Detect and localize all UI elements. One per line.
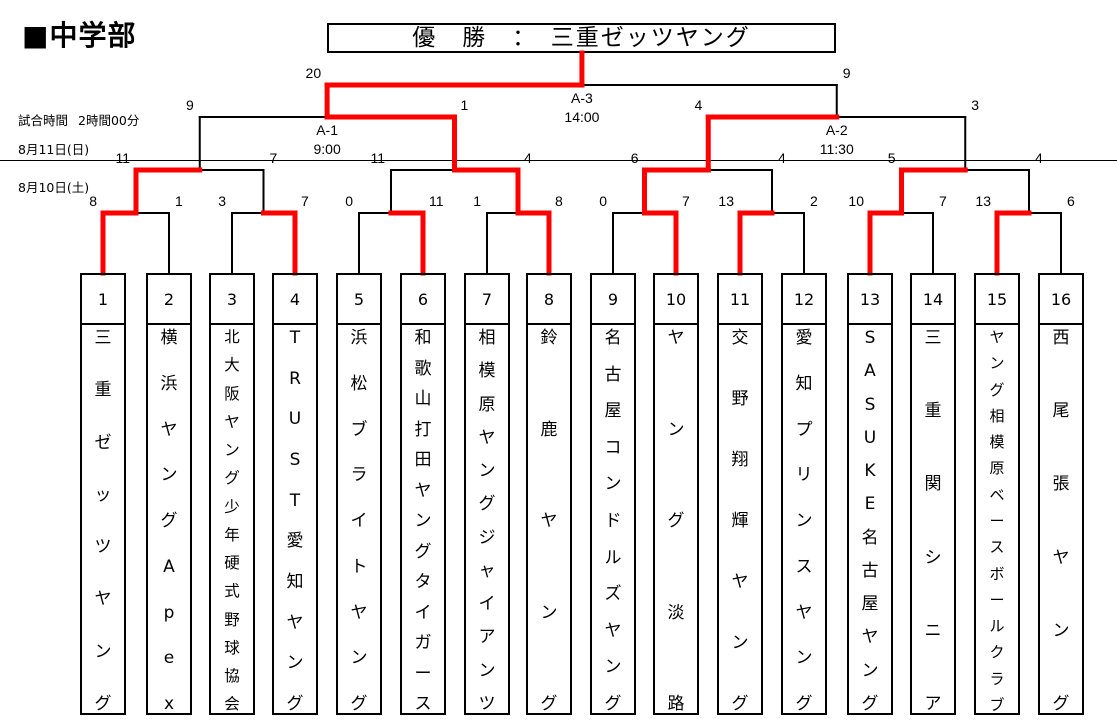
team-name: 和歌山打田ヤングタイガース	[414, 328, 432, 714]
team-name: 北大阪ヤング少年硬式野球協会	[224, 328, 240, 714]
match-time-label: 試合時間	[18, 113, 69, 128]
team-name: ヤング相模原ベースボールクラブ	[989, 328, 1005, 714]
team-box: 8 鈴鹿ヤング	[526, 273, 572, 715]
date-day2: 8月11日(日)	[18, 142, 90, 157]
score-label: 11	[429, 193, 444, 209]
team-name: 三重ゼッツヤング	[94, 328, 112, 714]
team-seed: 6	[402, 275, 444, 325]
match-time-value: 2時間00分	[78, 113, 140, 128]
match-code: A-3	[571, 90, 593, 106]
team-seed: 16	[1040, 275, 1082, 325]
score-label: 0	[599, 193, 607, 209]
team-box: 15 ヤング相模原ベースボールクラブ	[974, 273, 1020, 715]
score-label: 11	[370, 150, 385, 166]
score-label: 11	[115, 150, 130, 166]
team-seed: 14	[912, 275, 954, 325]
team-name: 浜松ブライトヤング	[350, 328, 368, 714]
team-seed: 5	[338, 275, 380, 325]
score-label: 5	[888, 150, 896, 166]
match-code: A-2	[826, 122, 848, 138]
team-seed: 10	[655, 275, 697, 325]
section-title: ■中学部	[22, 19, 137, 52]
team-seed: 15	[976, 275, 1018, 325]
day-divider	[0, 160, 1117, 161]
match-time: 14:00	[564, 109, 599, 125]
score-label: 6	[1067, 193, 1075, 209]
match-time: 11:30	[820, 141, 854, 157]
score-label: 13	[718, 193, 734, 209]
team-seed: 1	[82, 275, 124, 325]
score-label: 3	[971, 97, 979, 113]
score-label: 3	[218, 193, 226, 209]
team-seed: 4	[274, 275, 316, 325]
score-label: 1	[461, 97, 469, 113]
team-name: ヤング淡路	[667, 328, 685, 714]
score-label: 1	[473, 193, 481, 209]
team-name: 交野翔輝ヤング	[731, 328, 749, 714]
team-name: 相模原ヤングジャイアンツ	[478, 328, 496, 714]
team-box: 12 愛知プリンスヤング	[781, 273, 827, 715]
team-box: 3 北大阪ヤング少年硬式野球協会	[209, 273, 255, 715]
team-seed: 7	[466, 275, 508, 325]
team-name: 名古屋コンドルズヤング	[604, 328, 622, 714]
score-label: 1	[175, 193, 183, 209]
score-label: 0	[345, 193, 353, 209]
score-label: 7	[682, 193, 690, 209]
score-label: 10	[848, 193, 864, 209]
team-box: 6 和歌山打田ヤングタイガース	[400, 273, 446, 715]
team-box: 9 名古屋コンドルズヤング	[590, 273, 636, 715]
score-label: 20	[306, 65, 322, 81]
team-seed: 8	[528, 275, 570, 325]
team-box: 5 浜松ブライトヤング	[336, 273, 382, 715]
team-seed: 2	[148, 275, 190, 325]
team-name: 愛知プリンスヤング	[795, 328, 813, 714]
team-seed: 11	[719, 275, 761, 325]
match-time: 試合時間 2時間00分	[18, 110, 139, 129]
score-label: 4	[778, 150, 786, 166]
score-label: 9	[843, 65, 851, 81]
score-label: 2	[810, 193, 818, 209]
team-box: 10 ヤング淡路	[653, 273, 699, 715]
match-code: A-1	[316, 122, 338, 138]
score-label: 8	[89, 193, 97, 209]
score-label: 8	[555, 193, 563, 209]
score-label: 7	[270, 150, 278, 166]
score-label: 6	[631, 150, 639, 166]
team-seed: 12	[783, 275, 825, 325]
match-time: 9:00	[314, 141, 341, 157]
date-day1: 8月10日(土)	[18, 180, 90, 195]
team-seed: 9	[592, 275, 634, 325]
team-name: 鈴鹿ヤング	[540, 328, 558, 714]
team-box: 16 西尾張ヤング	[1038, 273, 1084, 715]
team-box: 1 三重ゼッツヤング	[80, 273, 126, 715]
team-seed: 3	[211, 275, 253, 325]
score-label: 7	[939, 193, 947, 209]
score-label: 13	[975, 193, 991, 209]
team-name: 西尾張ヤング	[1052, 328, 1070, 714]
team-name: 三重関シニア	[924, 328, 942, 714]
team-box: 11 交野翔輝ヤング	[717, 273, 763, 715]
team-box: 14 三重関シニア	[910, 273, 956, 715]
score-label: 9	[186, 97, 194, 113]
score-label: 7	[301, 193, 309, 209]
team-box: 7 相模原ヤングジャイアンツ	[464, 273, 510, 715]
score-label: 4	[524, 150, 532, 166]
team-seed: 13	[849, 275, 891, 325]
score-label: 4	[1035, 150, 1043, 166]
score-label: 4	[694, 97, 702, 113]
